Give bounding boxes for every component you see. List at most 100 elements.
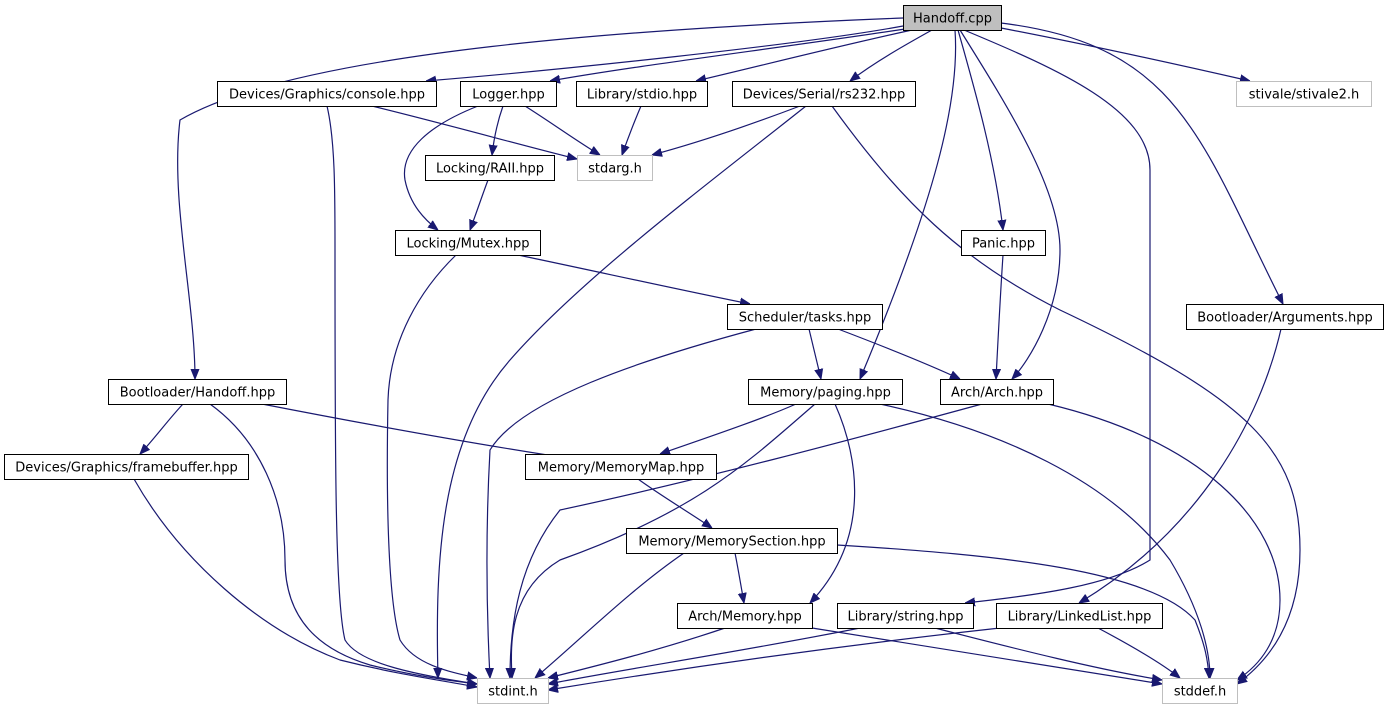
node-label: Devices/Serial/rs232.hpp — [743, 88, 906, 103]
node-console-hpp[interactable]: Devices/Graphics/console.hpp — [217, 81, 437, 107]
node-string-hpp[interactable]: Library/string.hpp — [837, 603, 974, 629]
edge-mutex-hpp-to-stdint-h — [386, 254, 477, 678]
node-panic-hpp[interactable]: Panic.hpp — [961, 230, 1046, 256]
node-framebuffer-hpp[interactable]: Devices/Graphics/framebuffer.hpp — [4, 454, 249, 480]
edge-rs232-hpp-to-stdarg-h — [652, 105, 801, 155]
node-label: Devices/Graphics/framebuffer.hpp — [15, 461, 237, 476]
edge-memorysection-hpp-to-archmemory-hpp — [734, 552, 744, 603]
edge-handoff-cpp-to-stdio-hpp — [696, 29, 913, 81]
edge-tasks-hpp-to-stdint-h — [487, 328, 757, 678]
edge-linkedlist-hpp-to-stddef-h — [1097, 627, 1180, 678]
node-box — [1236, 81, 1372, 107]
node-tasks-hpp[interactable]: Scheduler/tasks.hpp — [727, 304, 883, 330]
node-arguments-hpp[interactable]: Bootloader/Arguments.hpp — [1186, 304, 1384, 330]
edge-archmemory-hpp-to-stdint-h — [548, 627, 726, 678]
node-box — [837, 603, 974, 629]
edge-bl-handoff-hpp-to-stdint-h — [209, 403, 477, 684]
node-box — [217, 81, 437, 107]
node-bl-handoff-hpp[interactable]: Bootloader/Handoff.hpp — [108, 379, 287, 405]
node-stdarg-h[interactable]: stdarg.h — [577, 155, 653, 181]
node-logger-hpp[interactable]: Logger.hpp — [460, 81, 557, 107]
node-box — [677, 603, 813, 629]
node-box — [4, 454, 249, 480]
node-label: Locking/Mutex.hpp — [406, 237, 529, 252]
node-box — [996, 603, 1163, 629]
node-box — [576, 81, 708, 107]
node-box — [425, 155, 555, 181]
edge-arch-hpp-to-stdint-h — [510, 403, 983, 678]
node-memorymap-hpp[interactable]: Memory/MemoryMap.hpp — [525, 454, 717, 480]
edge-memorysection-hpp-to-stdint-h — [535, 552, 685, 678]
node-label: Bootloader/Handoff.hpp — [120, 386, 275, 401]
node-box — [1162, 678, 1238, 704]
node-stddef-h[interactable]: stddef.h — [1162, 678, 1238, 704]
edge-paging-hpp-to-stdint-h — [511, 403, 816, 678]
node-box — [1186, 304, 1384, 330]
edge-console-hpp-to-stdint-h — [326, 105, 477, 684]
node-label: Library/string.hpp — [847, 610, 963, 625]
edge-logger-hpp-to-stdarg-h — [524, 105, 600, 155]
edges-layer — [133, 17, 1301, 690]
edge-linkedlist-hpp-to-stdint-h — [548, 627, 1001, 690]
node-stdint-h[interactable]: stdint.h — [477, 678, 549, 704]
node-memorysection-hpp[interactable]: Memory/MemorySection.hpp — [626, 528, 838, 554]
edge-framebuffer-hpp-to-stdint-h — [133, 478, 477, 687]
node-box — [727, 304, 883, 330]
edge-handoff-cpp-to-string-hpp — [963, 29, 1151, 603]
edge-handoff-cpp-to-logger-hpp — [550, 28, 906, 81]
node-label: Bootloader/Arguments.hpp — [1197, 311, 1373, 326]
node-paging-hpp[interactable]: Memory/paging.hpp — [748, 379, 903, 405]
edge-memorymap-hpp-to-memorysection-hpp — [637, 478, 712, 528]
edge-string-hpp-to-stdint-h — [548, 627, 861, 684]
edge-handoff-cpp-to-stivale2-h — [1000, 27, 1250, 81]
edge-tasks-hpp-to-arch-hpp — [837, 328, 960, 379]
edge-handoff-cpp-to-rs232-hpp — [850, 29, 933, 81]
node-box — [961, 230, 1046, 256]
node-label: Memory/paging.hpp — [760, 386, 891, 401]
edge-rs232-hpp-to-stddef-h — [831, 105, 1301, 684]
node-label: stivale/stivale2.h — [1249, 88, 1360, 103]
node-box — [732, 81, 916, 107]
node-stivale2-h[interactable]: stivale/stivale2.h — [1236, 81, 1372, 107]
node-archmemory-hpp[interactable]: Arch/Memory.hpp — [677, 603, 813, 629]
edge-bl-handoff-hpp-to-framebuffer-hpp — [140, 403, 184, 454]
edge-handoff-cpp-to-arguments-hpp — [1000, 22, 1283, 304]
node-label: Memory/MemoryMap.hpp — [538, 461, 704, 476]
edge-handoff-cpp-to-paging-hpp — [859, 29, 957, 379]
node-label: Scheduler/tasks.hpp — [739, 311, 871, 326]
node-label: stddef.h — [1174, 685, 1226, 700]
edge-tasks-hpp-to-paging-hpp — [808, 328, 821, 379]
node-box — [748, 379, 903, 405]
edge-stdio-hpp-to-stdarg-h — [622, 105, 642, 155]
node-box — [903, 5, 1002, 31]
node-mutex-hpp[interactable]: Locking/Mutex.hpp — [395, 230, 541, 256]
edge-paging-hpp-to-memorymap-hpp — [660, 403, 797, 454]
edge-logger-hpp-to-mutex-hpp — [403, 105, 479, 230]
node-box — [626, 528, 838, 554]
node-box — [395, 230, 541, 256]
edge-archmemory-hpp-to-stddef-h — [811, 627, 1162, 684]
node-label: Panic.hpp — [972, 237, 1035, 252]
edge-logger-hpp-to-raii-hpp — [492, 105, 504, 155]
node-label: stdarg.h — [588, 162, 642, 177]
node-label: Library/stdio.hpp — [587, 88, 697, 103]
node-box — [460, 81, 557, 107]
edge-panic-hpp-to-arch-hpp — [996, 254, 1004, 379]
node-linkedlist-hpp[interactable]: Library/LinkedList.hpp — [996, 603, 1163, 629]
node-box — [108, 379, 287, 405]
node-raii-hpp[interactable]: Locking/RAII.hpp — [425, 155, 555, 181]
edge-paging-hpp-to-archmemory-hpp — [810, 403, 856, 603]
node-box — [477, 678, 549, 704]
edge-arguments-hpp-to-linkedlist-hpp — [1079, 328, 1282, 603]
node-stdio-hpp[interactable]: Library/stdio.hpp — [576, 81, 708, 107]
node-arch-hpp[interactable]: Arch/Arch.hpp — [940, 379, 1054, 405]
node-label: stdint.h — [488, 685, 537, 700]
edge-mutex-hpp-to-tasks-hpp — [517, 254, 750, 304]
node-box — [940, 379, 1054, 405]
node-rs232-hpp[interactable]: Devices/Serial/rs232.hpp — [732, 81, 916, 107]
node-handoff-cpp[interactable]: Handoff.cpp — [903, 5, 1002, 31]
node-label: Devices/Graphics/console.hpp — [229, 88, 425, 103]
node-label: Handoff.cpp — [913, 12, 992, 27]
